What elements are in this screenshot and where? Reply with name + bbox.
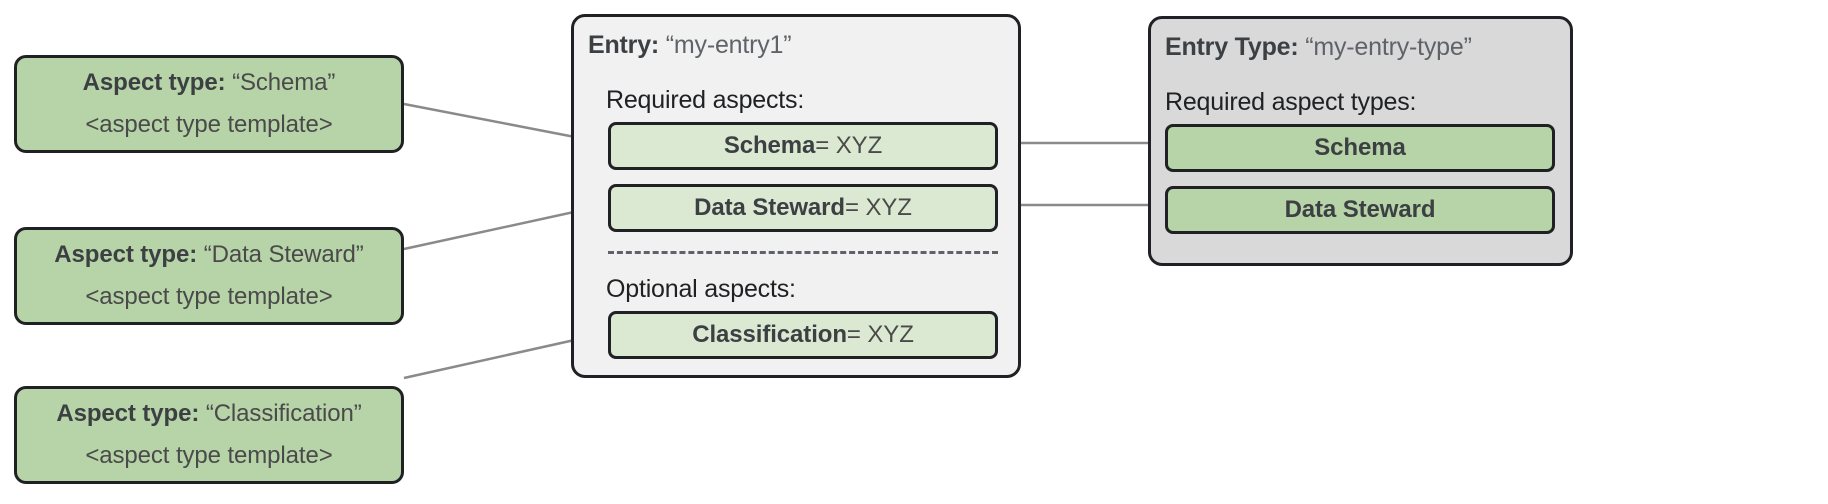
aspect-type-key-label: Aspect type:: [54, 241, 198, 268]
aspect-type-heading: Aspect type: “Classification”: [56, 400, 361, 428]
entry-aspect-row-classification: Classification = XYZ: [608, 311, 998, 359]
aspect-type-template-label: <aspect type template>: [85, 442, 333, 469]
entry-key-label: Entry:: [588, 31, 660, 59]
entry-type-row-schema: Schema: [1165, 124, 1555, 172]
entry-panel: Entry: “my-entry1” Required aspects: Sch…: [571, 14, 1021, 378]
aspect-type-template-label: <aspect type template>: [85, 283, 333, 310]
entry-type-row-data-steward: Data Steward: [1165, 186, 1555, 234]
entry-section-divider: [608, 251, 998, 254]
entry-aspect-assignment: = XYZ: [844, 194, 912, 221]
aspect-type-card-classification: Aspect type: “Classification” <aspect ty…: [14, 386, 404, 484]
entry-aspect-name: Schema: [723, 132, 816, 159]
entry-aspect-name: Classification: [692, 321, 847, 348]
entry-panel-title: Entry: “my-entry1”: [588, 31, 792, 60]
aspect-type-key-label: Aspect type:: [82, 69, 226, 96]
entry-type-value-label: “my-entry-type”: [1305, 33, 1472, 61]
entry-required-aspects-label: Required aspects:: [606, 86, 805, 114]
aspect-type-card-data-steward: Aspect type: “Data Steward” <aspect type…: [14, 227, 404, 325]
entry-type-panel-title: Entry Type: “my-entry-type”: [1165, 33, 1472, 62]
aspect-type-value-label: “Schema”: [232, 69, 336, 96]
entry-aspect-assignment: = XYZ: [815, 132, 883, 159]
entry-type-key-label: Entry Type:: [1165, 33, 1299, 61]
aspect-type-template-label: <aspect type template>: [85, 111, 333, 138]
entry-optional-aspects-label: Optional aspects:: [606, 275, 796, 303]
aspect-type-heading: Aspect type: “Schema”: [83, 69, 336, 97]
aspect-type-card-schema: Aspect type: “Schema” <aspect type templ…: [14, 55, 404, 153]
aspect-type-key-label: Aspect type:: [56, 400, 200, 427]
entry-aspect-name: Data Steward: [694, 194, 845, 221]
entry-aspect-row-schema: Schema = XYZ: [608, 122, 998, 170]
entry-value-label: “my-entry1”: [665, 31, 792, 59]
entry-type-required-label: Required aspect types:: [1165, 88, 1417, 116]
aspect-type-value-label: “Data Steward”: [203, 241, 364, 268]
aspect-type-value-label: “Classification”: [205, 400, 362, 427]
entry-aspect-assignment: = XYZ: [846, 321, 914, 348]
aspect-type-heading: Aspect type: “Data Steward”: [54, 241, 364, 269]
entry-aspect-row-data-steward: Data Steward = XYZ: [608, 184, 998, 232]
entry-type-panel: Entry Type: “my-entry-type” Required asp…: [1148, 16, 1573, 266]
